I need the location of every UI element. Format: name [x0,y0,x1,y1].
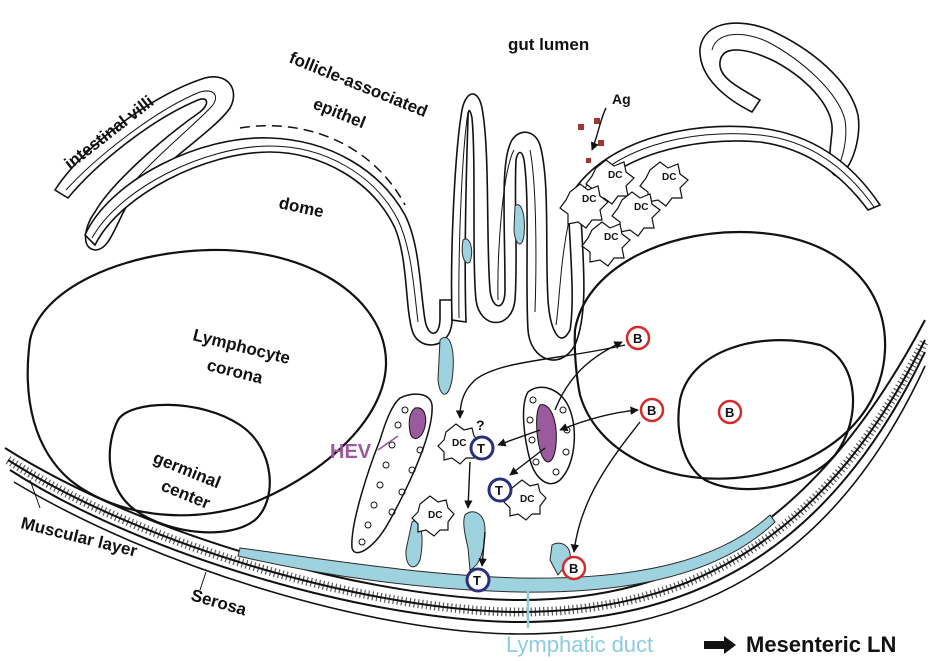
lymphocyte-corona-label-line1: Lymphocyte [191,325,292,368]
lymphatic-duct-label: Lymphatic duct [506,632,653,657]
hev-right [524,387,575,483]
dc-label-2: DC [662,172,676,183]
b-cell-label-1: B [633,331,642,346]
b-cell-label-4: B [569,561,578,576]
follicle-associated-epithelium-left [85,126,452,345]
t-cell-label-3: T [473,573,481,588]
right-germinal-center-outline [678,340,853,489]
intestinal-villus-right [700,23,859,176]
dc-label-6: DC [452,438,466,449]
b-cells: B B B B [563,327,741,579]
lymphocyte-corona-label-line2: corona [205,355,265,387]
fae-label-line2: epithel [311,94,369,132]
dc-label-4: DC [634,202,648,213]
dc-label-5: DC [604,232,618,243]
hev-label: HEV [330,441,372,463]
b-cell-label-3: B [725,405,734,420]
gut-lumen-label: gut lumen [508,35,589,54]
t-cell-label-1: T [477,441,485,456]
dc-label-8: DC [428,510,442,521]
serosa-label: Serosa [189,586,249,620]
muscular-layer-label: Muscular layer [19,513,139,560]
dc-label-7: DC [520,494,534,505]
dc-label-1: DC [608,170,622,181]
question-mark: ? [476,417,485,433]
mesenteric-ln-label: Mesenteric LN [746,632,896,657]
dc-label-3: DC [582,194,596,205]
b-cell-label-2: B [647,403,656,418]
dome-label: dome [277,193,325,221]
to-mesenteric-arrow [704,636,736,654]
antigen-label: Ag [612,91,631,107]
t-cell-label-2: T [495,483,503,498]
right-follicle-outline [575,232,885,479]
